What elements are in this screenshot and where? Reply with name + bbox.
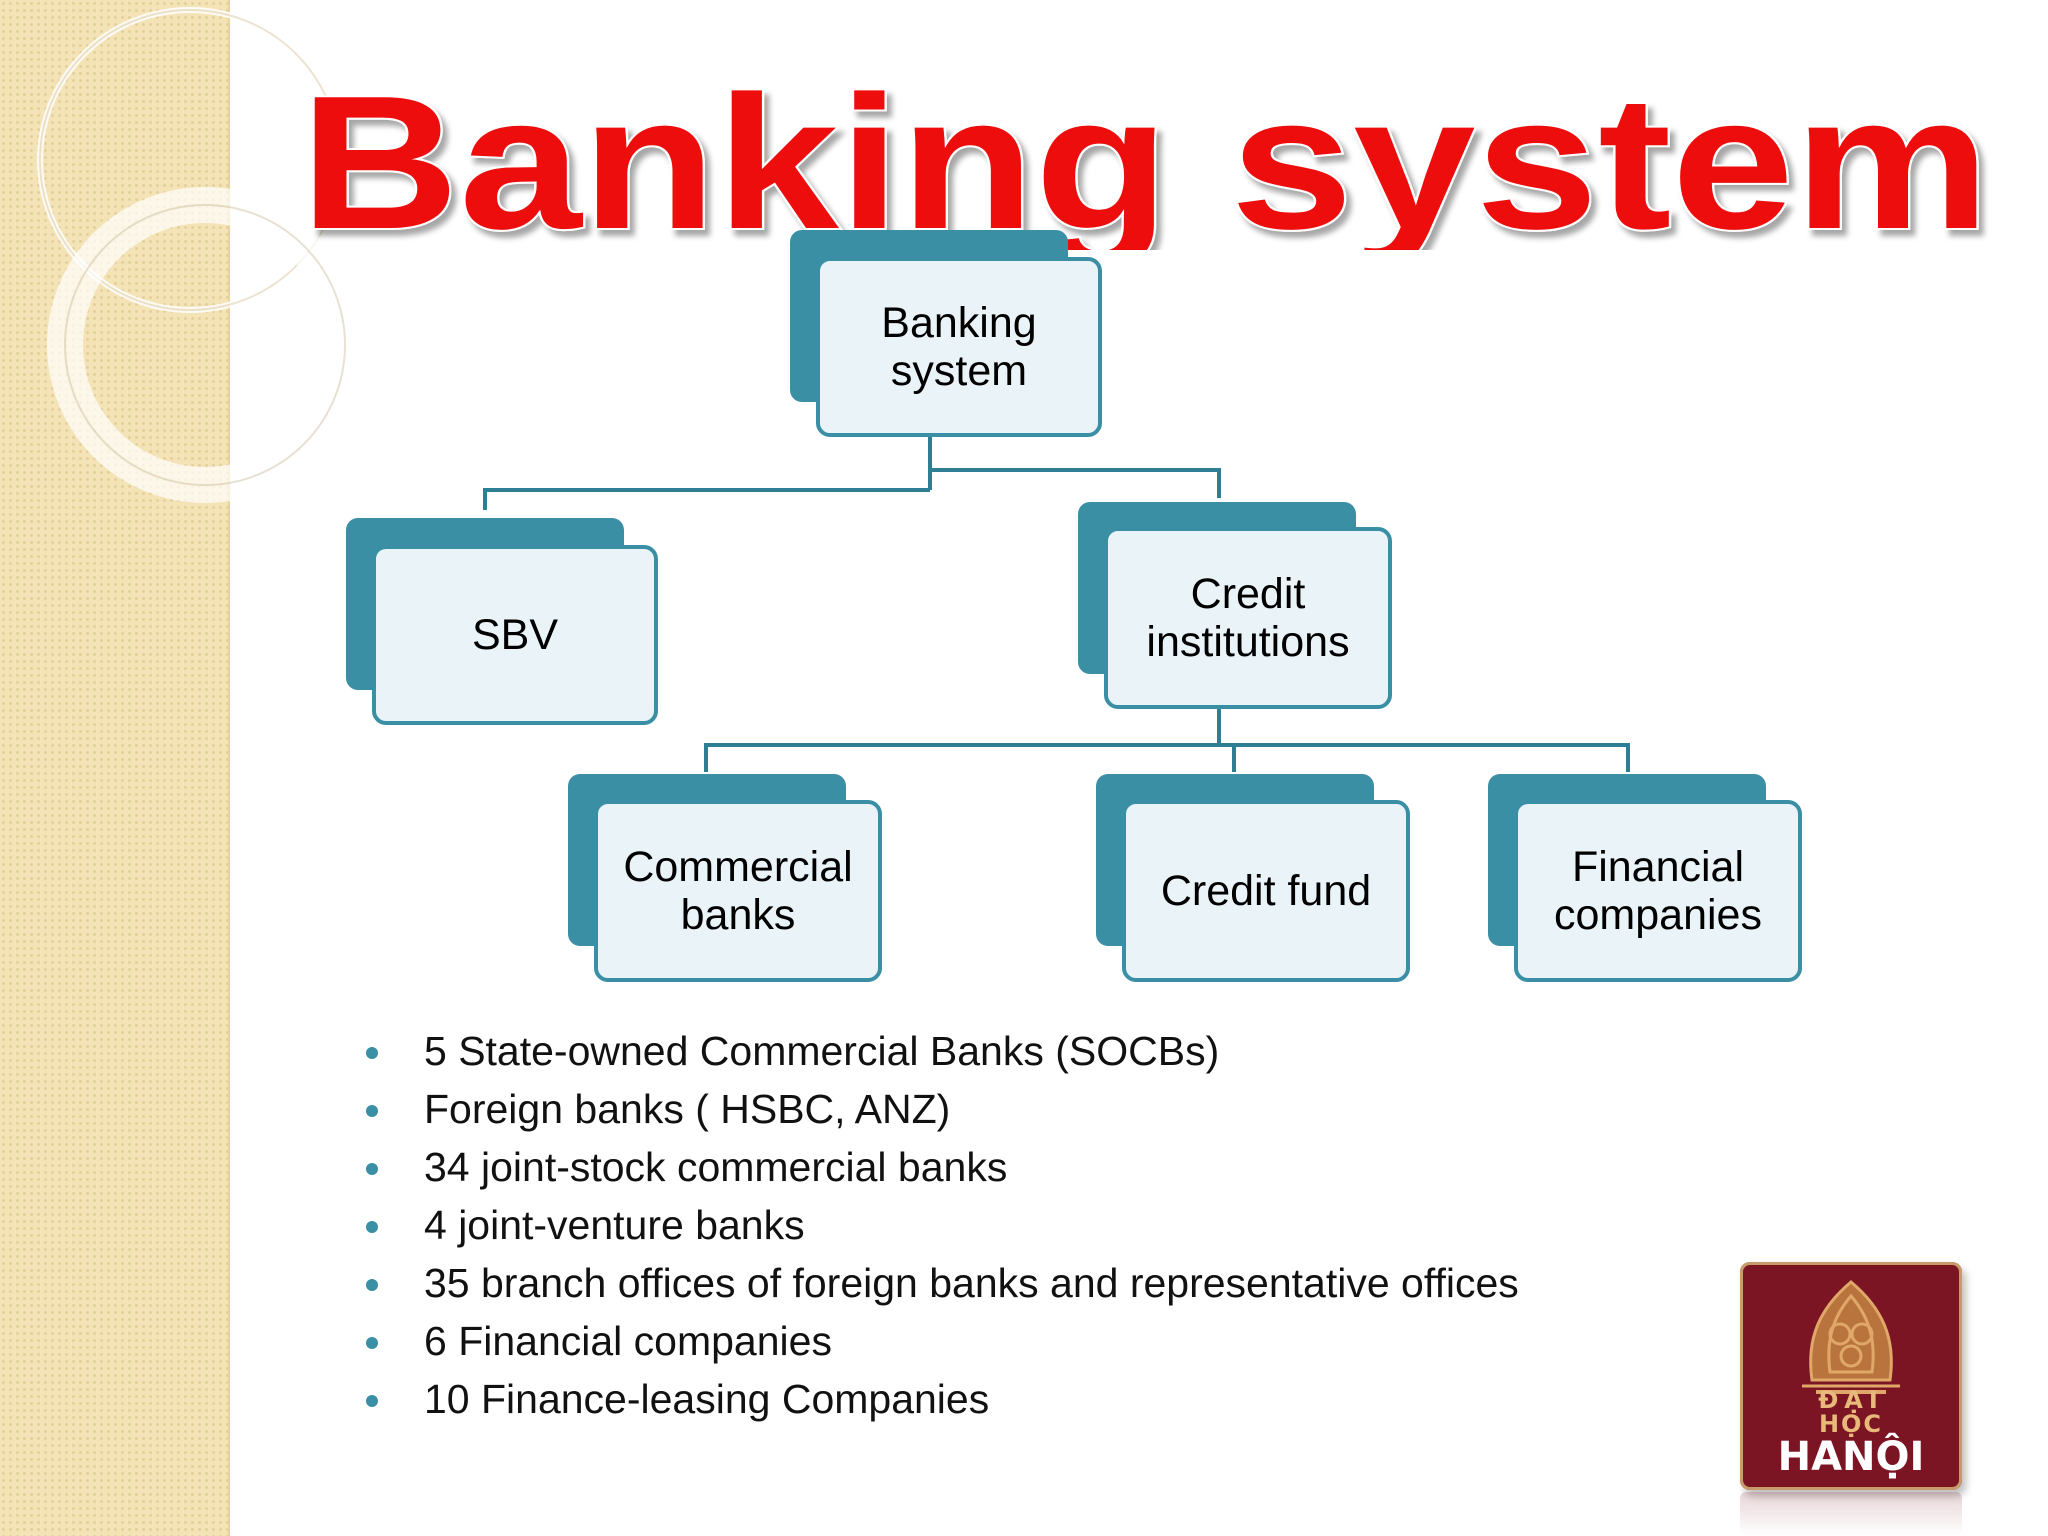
node-credit-institutions: Credit institutions (1104, 527, 1392, 709)
bullet-list: 5 State-owned Commercial Banks (SOCBs) F… (360, 1022, 1519, 1428)
node-commercial-banks-line2: banks (680, 891, 796, 939)
bullet-text: 10 Finance-leasing Companies (424, 1376, 990, 1422)
node-credit-fund-label: Credit fund (1160, 867, 1372, 915)
bullet-text: Foreign banks ( HSBC, ANZ) (424, 1086, 951, 1132)
bullet-item: 35 branch offices of foreign banks and r… (360, 1254, 1519, 1312)
bullet-item: Foreign banks ( HSBC, ANZ) (360, 1080, 1519, 1138)
node-banking-system: Banking system (816, 257, 1102, 437)
node-financial-companies-line1: Financial (1571, 843, 1745, 891)
logo-line2: HỌC (1818, 1410, 1884, 1438)
node-credit-fund: Credit fund (1122, 800, 1410, 982)
bullet-item: 5 State-owned Commercial Banks (SOCBs) (360, 1022, 1519, 1080)
temple-emblem-icon (1802, 1280, 1900, 1394)
node-financial-companies-line2: companies (1554, 891, 1762, 939)
bullet-text: 35 branch offices of foreign banks and r… (424, 1260, 1519, 1306)
node-commercial-banks: Commercial banks (594, 800, 882, 982)
bullet-dot-icon (366, 1337, 378, 1349)
logo-line3: HANỘI (1777, 1434, 1925, 1480)
node-sbv: SBV (372, 545, 658, 725)
bullet-dot-icon (366, 1047, 378, 1059)
bullet-dot-icon (366, 1163, 378, 1175)
bullet-item: 34 joint-stock commercial banks (360, 1138, 1519, 1196)
node-commercial-banks-line1: Commercial (623, 843, 853, 891)
bullet-dot-icon (366, 1395, 378, 1407)
bullet-item: 6 Financial companies (360, 1312, 1519, 1370)
bullet-text: 5 State-owned Commercial Banks (SOCBs) (424, 1028, 1220, 1074)
node-credit-institutions-line2: institutions (1146, 618, 1350, 666)
logo-line1: ĐẠI (1818, 1386, 1884, 1414)
bullet-text: 34 joint-stock commercial banks (424, 1144, 1008, 1190)
node-sbv-label: SBV (471, 611, 559, 659)
university-logo: ĐẠI HỌC HANỘI (1740, 1262, 1962, 1490)
bullet-item: 10 Finance-leasing Companies (360, 1370, 1519, 1428)
slide-title-text: Banking system (300, 57, 1990, 250)
org-chart-connectors (483, 410, 1630, 772)
node-banking-system-line2: system (890, 347, 1028, 395)
bullet-dot-icon (366, 1105, 378, 1117)
node-financial-companies: Financial companies (1514, 800, 1802, 982)
bullet-dot-icon (366, 1279, 378, 1291)
slide-title: Banking system (298, 55, 1992, 250)
node-credit-institutions-line1: Credit (1190, 570, 1306, 618)
logo-reflection (1740, 1492, 1962, 1536)
decorative-rings (37, 7, 363, 503)
node-banking-system-line1: Banking (881, 299, 1037, 347)
bullet-dot-icon (366, 1221, 378, 1233)
bullet-item: 4 joint-venture banks (360, 1196, 1519, 1254)
bullet-text: 4 joint-venture banks (424, 1202, 805, 1248)
bullet-text: 6 Financial companies (424, 1318, 832, 1364)
